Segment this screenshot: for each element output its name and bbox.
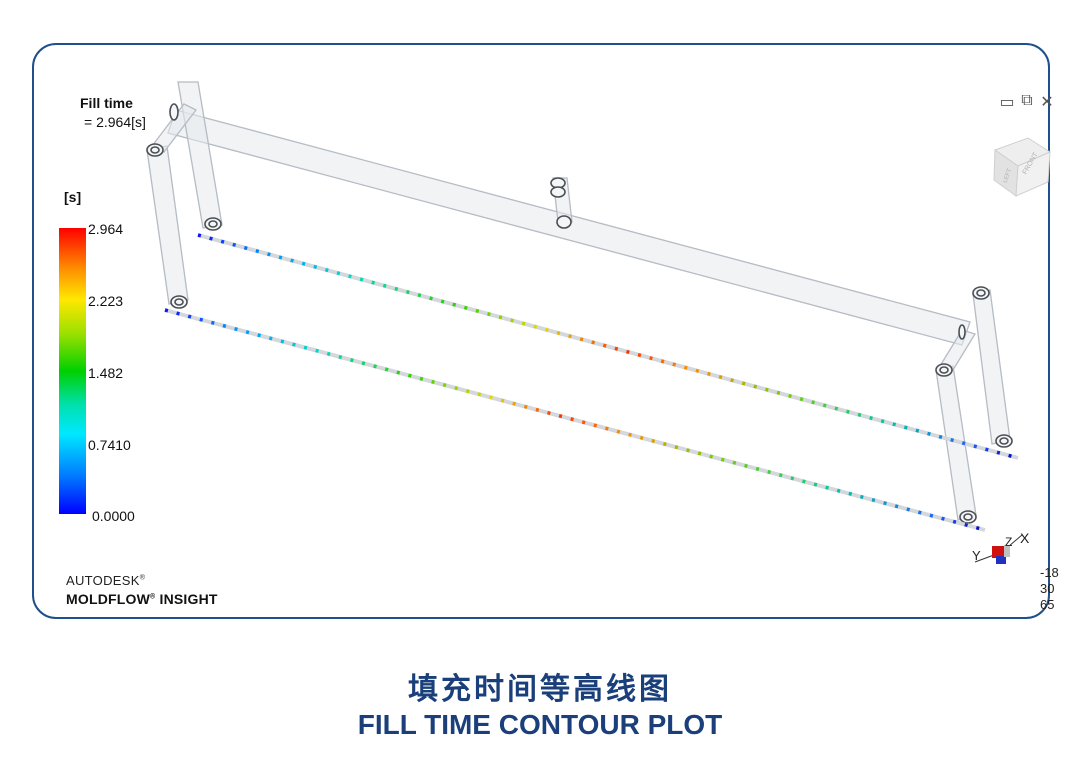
ring (976, 289, 986, 297)
legend-tick-min: 0.0000 (92, 508, 135, 524)
minimize-icon[interactable]: ▭ (999, 94, 1015, 111)
autodesk-logo: AUTODESK® (66, 573, 146, 588)
ring (556, 215, 572, 229)
ring (174, 298, 184, 306)
caption-english: FILL TIME CONTOUR PLOT (357, 709, 723, 740)
part-bottom-outline (164, 308, 986, 532)
moldflow-insight-logo: MOLDFLOW® INSIGHT (66, 591, 218, 607)
legend-tick: 2.223 (88, 293, 124, 309)
coordinate-value: 30 (1040, 581, 1055, 596)
runner-rings (146, 103, 1013, 524)
coordinate-value: 65 (1040, 597, 1055, 612)
axis-y-label: Y (972, 548, 981, 563)
window-controls: ▭ ⧉ ✕ (999, 92, 1055, 112)
coordinate-readout: -18 30 65 (1040, 565, 1059, 613)
ring (550, 186, 566, 198)
ring (208, 220, 218, 228)
legend-colorbar (59, 228, 86, 514)
close-icon[interactable]: ✕ (1040, 94, 1054, 111)
view-cube-side-label: LEFT (1003, 168, 1014, 184)
axis-x-label: X (1020, 530, 1030, 546)
legend-tick: 1.482 (88, 365, 124, 381)
ring (939, 366, 949, 374)
result-title: Fill time (80, 95, 133, 111)
ring (150, 146, 160, 154)
restore-icon[interactable]: ⧉ (1021, 92, 1033, 109)
axis-z-label: Z (1005, 535, 1012, 549)
view-cube[interactable]: FRONT LEFT (993, 137, 1052, 197)
part-top (197, 233, 1019, 460)
legend-tick-max: 2.964 (88, 221, 124, 237)
ring (169, 103, 179, 121)
coordinate-value: -18 (1040, 565, 1059, 580)
axis-triad: Y Z X (972, 530, 1030, 564)
ring (958, 324, 966, 340)
ring (999, 437, 1009, 445)
result-value: = 2.964[s] (84, 114, 146, 130)
legend-unit: [s] (64, 189, 82, 205)
part-bottom (164, 308, 986, 532)
legend-tick: 0.7410 (88, 437, 131, 453)
part-top-contour (197, 233, 1019, 460)
ring (963, 513, 973, 521)
caption-chinese: 填充时间等高线图 (408, 673, 672, 706)
